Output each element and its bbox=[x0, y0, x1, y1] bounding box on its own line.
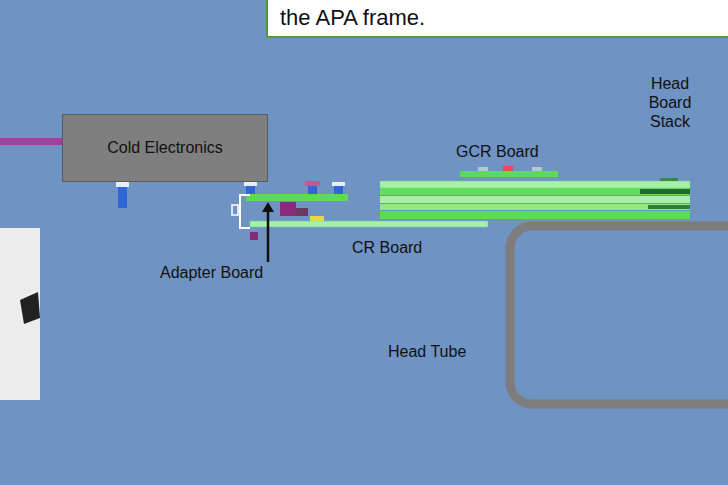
component bbox=[532, 167, 542, 171]
component bbox=[250, 232, 258, 240]
photo-fragment bbox=[0, 228, 40, 400]
cable bbox=[0, 138, 64, 145]
chip bbox=[296, 208, 308, 216]
callout-box: the APA frame. bbox=[266, 0, 728, 38]
component bbox=[478, 167, 488, 171]
adapter-board bbox=[246, 194, 348, 201]
chip bbox=[280, 202, 296, 216]
connector bbox=[232, 205, 238, 215]
component-box: Cold Electronics bbox=[62, 114, 268, 182]
part-label: Head Tube bbox=[388, 343, 466, 361]
component bbox=[310, 216, 324, 221]
leader-line bbox=[267, 208, 270, 262]
cr-board bbox=[250, 221, 488, 227]
photo-object bbox=[20, 292, 40, 324]
component bbox=[503, 166, 513, 171]
connector-bracket bbox=[240, 195, 250, 228]
node-text: the APA frame. bbox=[280, 5, 425, 31]
part-label: CR Board bbox=[352, 239, 422, 257]
part-label: GCR Board bbox=[456, 143, 539, 161]
part-label: Head Board Stack bbox=[634, 74, 706, 132]
head-tube bbox=[510, 226, 728, 404]
node-text: Cold Electronics bbox=[107, 139, 223, 157]
part-label: Adapter Board bbox=[160, 264, 263, 282]
gcr-board bbox=[460, 171, 558, 177]
arrowhead bbox=[262, 202, 274, 212]
head-board-stack bbox=[380, 178, 690, 219]
